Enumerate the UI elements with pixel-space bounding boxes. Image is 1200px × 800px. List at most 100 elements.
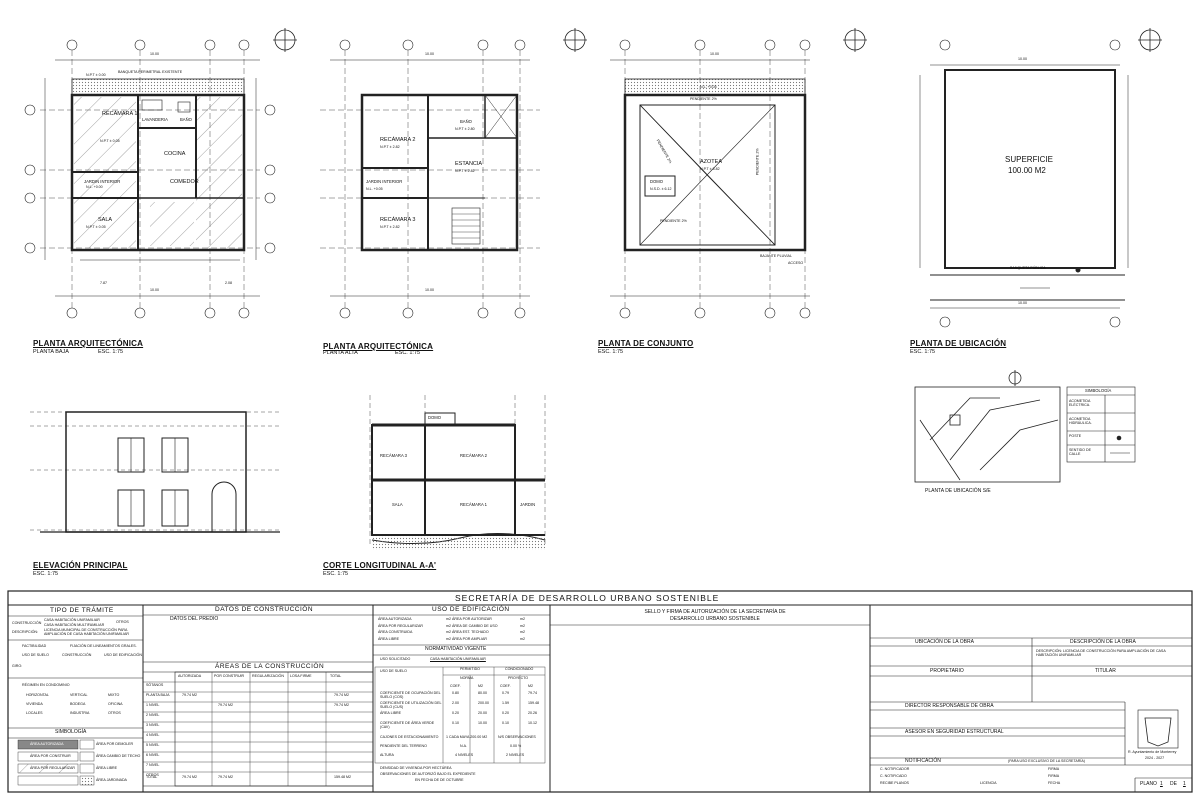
site-acceso: ACCESO (788, 261, 804, 265)
dim-208: 2.08 (225, 281, 232, 285)
areas-total-cell: 79.74 M2 (218, 775, 233, 779)
reg-industria: INDUSTRIA (70, 711, 90, 715)
reg-locales: LOCALES (26, 711, 43, 715)
areas-title: ÁREAS DE LA CONSTRUCCIÓN (215, 663, 325, 670)
ground-plan-scale: ESC. 1:75 (98, 349, 124, 355)
tramite-title: TIPO DE TRÁMITE (50, 607, 114, 614)
edificacion-unit: m2 (446, 623, 451, 628)
upper-dim-10-b: 10.00 (425, 288, 434, 292)
municipio: R. Ayuntamiento de Monterrey (1128, 750, 1177, 754)
upper-level-4: N.L. +0.05 (366, 187, 383, 191)
uso-solicitado: USO SOLICITADO (380, 657, 411, 661)
tramite-fijacion: FIJACIÓN DE LINEAMIENTOS GRALES. (70, 644, 137, 648)
notif-firma-2: FIRMA (1048, 774, 1060, 778)
site-azotea: AZOTEA (700, 159, 723, 165)
norm-row-label: COEFICIENTE DE OCUPACIÓN DEL SUELO (COS) (380, 691, 441, 699)
permitido: PERMITIDO (460, 667, 480, 671)
room-recamara-3: RECÁMARA 3 (380, 217, 416, 223)
dim-787: 7.87 (100, 281, 107, 285)
cajones-norma: 1 CADA MAYA 200.00 M2 (446, 735, 488, 739)
simb2-techo: ÁREA CAMBIO DE TECHO (96, 754, 141, 758)
banqueta-label: BANQUETA PERIMETRAL EXISTENTE (118, 70, 183, 74)
room-jardin-interior: JARDIN INTERIOR (84, 179, 121, 184)
room-estancia: ESTANCIA (455, 161, 483, 167)
areas-row-label: 3 NIVEL (146, 723, 160, 727)
titular: TITULAR (1095, 668, 1116, 674)
site-pendiente-1: PENDIENTE 2% (690, 97, 717, 101)
simb-poste: POSTE (1069, 434, 1082, 438)
edificacion-unit: m2 (520, 630, 525, 634)
cajones: CAJONES DE ESTACIONAMIENTO (380, 735, 439, 739)
uso-suelo: USO DE SUELO (380, 669, 407, 673)
plano-de: DE (1170, 781, 1177, 787)
site-level-3: N.L. +0.05 (700, 85, 717, 89)
notif-recibe: RECIBE PLANOS (880, 781, 909, 785)
proyecto: PROYECTO (508, 676, 529, 680)
site-bajante: BAJANTE PLUVIAL (760, 254, 792, 258)
altura-proyecto: 2 NIVELES (506, 753, 525, 757)
notif-note: (PARA USO EXCLUSIVO DE LA SECRETARÍA) (1008, 759, 1085, 763)
elevation-drawing (30, 411, 280, 533)
site-pendiente-2: PENDIENTE 2% (660, 219, 687, 223)
areas-total-label: TOTAL (146, 775, 158, 779)
norm-cell: 20.00 (478, 711, 487, 715)
densidad: DENSIDAD DE VIVIENDA POR HECTÁREA (380, 766, 452, 770)
m2-1: M2 (478, 684, 483, 688)
banqueta-publica: BANQUETA PÚBLICA (1010, 266, 1046, 270)
edificacion-title: USO DE EDIFICACIÓN (432, 606, 510, 613)
norm-cell: 10.12 (528, 721, 537, 725)
tramite-descripcion-val: LICENCIA MUNICIPAL DE CONSTRUCCIÓN PARA … (44, 628, 130, 636)
edificacion-area: ÁREA AUTORIZADA (378, 617, 412, 621)
notif-notificado: C. NOTIFICADO (880, 774, 907, 778)
opt-multifamiliar: CASA HABITACIÓN MULTIFAMILIAR (44, 623, 105, 627)
elevation-scale: ESC. 1:75 (33, 571, 59, 577)
simb2-regularizar: ÁREA POR REGULARIZAR (30, 766, 75, 770)
upper-dim-10: 10.00 (425, 52, 434, 56)
simb2-demoler: ÁREA POR DEMOLER (96, 742, 134, 746)
tramite-uso-suelo: USO DE SUELO (22, 653, 49, 657)
norm-cell: 159.48 (528, 701, 539, 705)
level-npt-2: N.P.T ± 0.05 (100, 139, 120, 143)
edificacion-unit: m2 (446, 617, 451, 621)
norm-cell: 0.10 (452, 721, 459, 725)
pendiente-norma: N.A. (460, 744, 467, 748)
upper-plan-scale: ESC. 1:75 (395, 350, 421, 356)
norm-cell: 0.20 (452, 711, 459, 715)
section-recamara-3: RECÁMARA 3 (380, 453, 407, 458)
ubicacion-obra: UBICACIÓN DE LA OBRA (915, 639, 974, 645)
areas-row-label: SÓTANOS (146, 683, 164, 687)
room-bano-2: BAÑO (460, 119, 472, 124)
dim-10-bottom: 10.00 (150, 288, 159, 292)
notificacion: NOTIFICACIÓN (905, 758, 941, 764)
loc-dim-bottom: 10.00 (1018, 301, 1027, 305)
norm-cell: 0.80 (452, 691, 459, 695)
room-recamara-1: RECÁMARA 1 (102, 111, 138, 117)
opt-otros: OTROS (116, 620, 129, 624)
pendiente-proyecto: 0.00 % (510, 744, 522, 748)
norm-row-label: COEFICIENTE DE ÁREA VERDE (CAV) (380, 721, 435, 729)
areas-row-label: OTROS (146, 773, 159, 777)
location-plan-scale: ESC. 1:75 (910, 349, 936, 355)
room-sala: SALA (98, 217, 113, 223)
m2-2: M2 (528, 684, 533, 688)
observaciones: OBSERVACIONES DE AUTORIZÓ BAJO EL EXPEDI… (380, 772, 476, 776)
simb2-construir: ÁREA POR CONSTRUIR (30, 754, 71, 758)
small-location-map (914, 386, 1061, 483)
block-header: SECRETARÍA DE DESARROLLO URBANO SOSTENIB… (455, 593, 720, 603)
grid-bubbles (24, 39, 1121, 328)
areas-cell: 79.74 M2 (218, 703, 233, 707)
elevation-title: ELEVACIÓN PRINCIPAL (33, 561, 128, 570)
section-scale: ESC. 1:75 (323, 571, 349, 577)
reg-bodega: BODEGA (70, 702, 86, 706)
areas-row-label: 5 NIVEL (146, 743, 160, 747)
room-recamara-2: RECÁMARA 2 (380, 137, 416, 143)
reg-mixto: MIXTO (108, 693, 120, 697)
site-plan-scale: ESC. 1:75 (598, 349, 624, 355)
areas-header: LOSA FIRME (290, 674, 312, 678)
norma: NORMA (460, 676, 474, 680)
edificacion-area: ÁREA CONSTRUIDA (378, 630, 413, 634)
norm-cell: 0.10 (502, 721, 509, 725)
sello-title: SELLO Y FIRMA DE AUTORIZACIÓN DE LA SECR… (644, 609, 786, 622)
room-jardin-interior-2: JARDIN INTERIOR (366, 179, 403, 184)
